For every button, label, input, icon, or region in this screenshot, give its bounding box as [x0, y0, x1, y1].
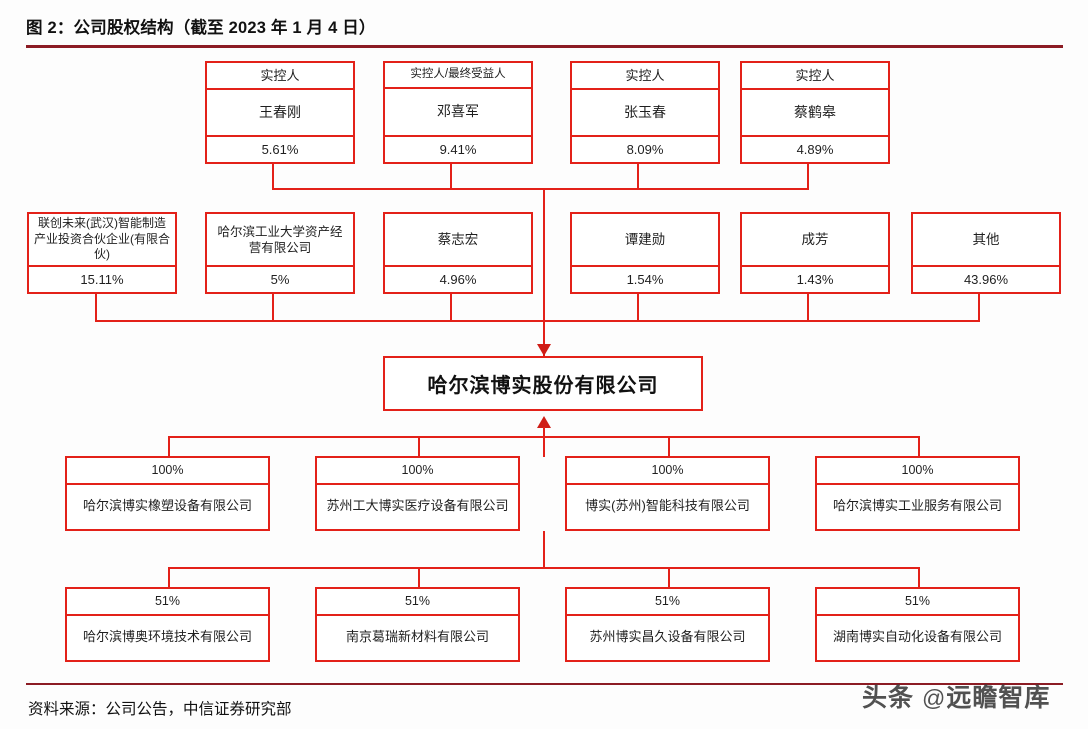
controller-box-2: 实控人/最终受益人 邓喜军 9.41% [383, 61, 533, 164]
connector-controller-3-drop [637, 164, 639, 190]
connector-controller-2-drop [450, 164, 452, 190]
watermark-at-icon: @ [921, 685, 947, 711]
arrow-down-icon [537, 344, 551, 356]
arrow-up-icon [537, 416, 551, 428]
shareholder-box-6: 其他 43.96% [911, 212, 1061, 294]
connector-shareholder-6-drop [978, 294, 980, 322]
controller-pct-1: 5.61% [207, 135, 353, 162]
shareholder-pct-3: 4.96% [385, 265, 531, 292]
controller-pct-2: 9.41% [385, 135, 531, 162]
shareholder-pct-4: 1.54% [572, 265, 718, 292]
shareholder-box-3: 蔡志宏 4.96% [383, 212, 533, 294]
watermark: 头条 @远瞻智库 [862, 678, 1050, 714]
connector-shareholder-5-drop [807, 294, 809, 322]
shareholder-box-1: 联创未来(武汉)智能制造产业投资合伙企业(有限合伙) 15.11% [27, 212, 177, 294]
shareholder-name-2: 哈尔滨工业大学资产经营有限公司 [217, 224, 343, 255]
subsidiary-tier2-name-3: 苏州博实昌久设备有限公司 [589, 629, 746, 645]
connector-tier1-3-drop [668, 436, 670, 458]
shareholder-name-4: 谭建勋 [624, 231, 666, 247]
connector-shareholder-4-drop [637, 294, 639, 322]
controller-box-3: 实控人 张玉春 8.09% [570, 61, 720, 164]
subsidiary-tier1-name-4: 哈尔滨博实工业服务有限公司 [832, 498, 1002, 514]
shareholder-box-2: 哈尔滨工业大学资产经营有限公司 5% [205, 212, 355, 294]
shareholder-name-6: 其他 [972, 231, 1000, 247]
subsidiary-tier1-name-3: 博实(苏州)智能科技有限公司 [585, 498, 750, 514]
connector-shareholder-3-drop [450, 294, 452, 322]
connector-tier2-4-drop [918, 567, 920, 589]
page-title: 图 2：公司股权结构（截至 2023 年 1 月 4 日） [26, 19, 376, 37]
subsidiary-tier2-pct-1: 51% [67, 589, 268, 616]
connector-tier2-3-drop [668, 567, 670, 589]
controller-name-4: 蔡鹤皋 [794, 103, 836, 120]
subsidiary-tier2-pct-3: 51% [567, 589, 768, 616]
connector-shareholder-2-drop [272, 294, 274, 322]
subsidiary-tier2-pct-4: 51% [817, 589, 1018, 616]
source-note: 资料来源：公司公告，中信证券研究部 [28, 701, 292, 718]
subsidiary-tier1-pct-3: 100% [567, 458, 768, 485]
connector-tier1-1-drop [168, 436, 170, 458]
shareholder-box-5: 成芳 1.43% [740, 212, 890, 294]
controller-role-2: 实控人/最终受益人 [385, 63, 531, 89]
footer-divider [26, 683, 1063, 685]
subsidiary-tier2-name-4: 湖南博实自动化设备有限公司 [832, 629, 1002, 645]
connector-controller-4-drop [807, 164, 809, 190]
connector-shareholder-bus [95, 320, 980, 322]
shareholder-pct-6: 43.96% [913, 265, 1059, 292]
connector-tier1-bus [168, 436, 919, 438]
subsidiary-tier2-name-2: 南京葛瑞新材料有限公司 [345, 629, 489, 645]
controller-role-3: 实控人 [572, 63, 718, 90]
subsidiary-tier1-box-3: 100% 博实(苏州)智能科技有限公司 [565, 456, 770, 531]
connector-tier2-1-drop [168, 567, 170, 589]
watermark-prefix: 头条 [862, 684, 922, 712]
subsidiary-tier2-box-1: 51% 哈尔滨博奥环境技术有限公司 [65, 587, 270, 662]
subsidiary-tier1-pct-2: 100% [317, 458, 518, 485]
shareholder-pct-2: 5% [207, 265, 353, 292]
controller-role-1: 实控人 [207, 63, 353, 90]
controller-name-1: 王春刚 [259, 103, 301, 120]
watermark-name: 远瞻智库 [946, 684, 1051, 712]
subsidiary-tier1-box-1: 100% 哈尔滨博实橡塑设备有限公司 [65, 456, 270, 531]
controller-pct-4: 4.89% [742, 135, 888, 162]
subsidiary-tier1-name-2: 苏州工大博实医疗设备有限公司 [326, 498, 509, 514]
connector-company-down-tier1 [543, 427, 545, 457]
shareholder-box-4: 谭建勋 1.54% [570, 212, 720, 294]
connector-tier1-4-drop [918, 436, 920, 458]
subsidiary-tier2-box-3: 51% 苏州博实昌久设备有限公司 [565, 587, 770, 662]
subsidiary-tier2-box-2: 51% 南京葛瑞新材料有限公司 [315, 587, 520, 662]
connector-trunk-to-company [543, 188, 545, 356]
controller-role-4: 实控人 [742, 63, 888, 90]
title-divider [26, 45, 1063, 48]
subsidiary-tier1-name-1: 哈尔滨博实橡塑设备有限公司 [82, 498, 252, 514]
connector-tier1-2-drop [418, 436, 420, 458]
connector-company-down-tier2 [543, 531, 545, 568]
subsidiary-tier2-box-4: 51% 湖南博实自动化设备有限公司 [815, 587, 1020, 662]
connector-tier2-bus [168, 567, 919, 569]
connector-controller-1-drop [272, 164, 274, 190]
subsidiary-tier1-box-4: 100% 哈尔滨博实工业服务有限公司 [815, 456, 1020, 531]
controller-name-3: 张玉春 [624, 103, 666, 120]
controller-box-4: 实控人 蔡鹤皋 4.89% [740, 61, 890, 164]
shareholder-name-5: 成芳 [801, 231, 829, 247]
shareholder-name-3: 蔡志宏 [437, 231, 479, 247]
subsidiary-tier2-name-1: 哈尔滨博奥环境技术有限公司 [82, 629, 252, 645]
subsidiary-tier1-pct-4: 100% [817, 458, 1018, 485]
controller-name-2: 邓喜军 [437, 102, 479, 119]
subsidiary-tier2-pct-2: 51% [317, 589, 518, 616]
connector-tier2-2-drop [418, 567, 420, 589]
controller-box-1: 实控人 王春刚 5.61% [205, 61, 355, 164]
subsidiary-tier1-pct-1: 100% [67, 458, 268, 485]
shareholder-pct-1: 15.11% [29, 265, 175, 292]
shareholder-pct-5: 1.43% [742, 265, 888, 292]
shareholder-name-1: 联创未来(武汉)智能制造产业投资合伙企业(有限合伙) [34, 216, 170, 262]
controller-pct-3: 8.09% [572, 135, 718, 162]
company-box: 哈尔滨博实股份有限公司 [383, 356, 703, 411]
subsidiary-tier1-box-2: 100% 苏州工大博实医疗设备有限公司 [315, 456, 520, 531]
connector-controller-bus [272, 188, 809, 190]
connector-shareholder-1-drop [95, 294, 97, 322]
